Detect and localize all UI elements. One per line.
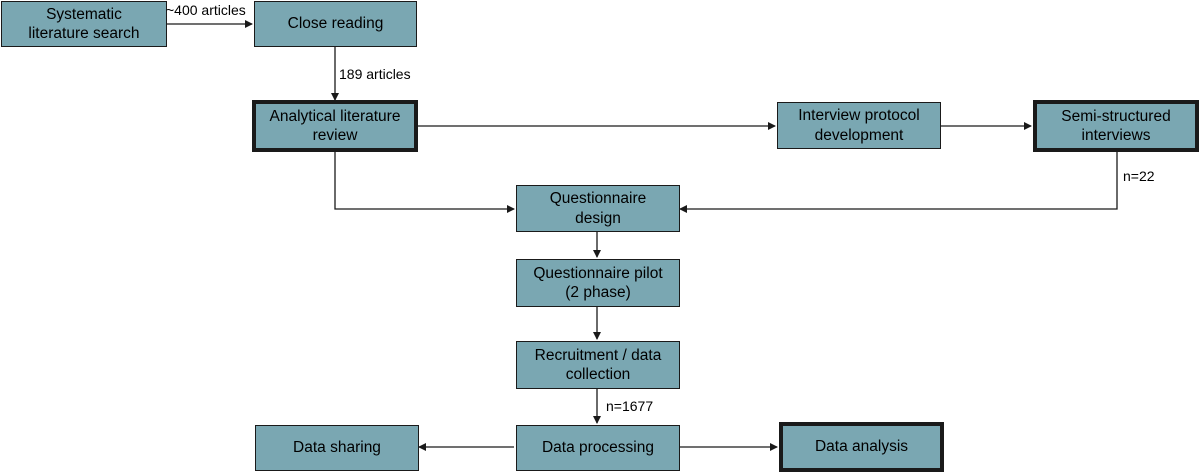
node-label: Questionnaire design — [549, 190, 647, 227]
edge-label-n22: n=22 — [1123, 168, 1155, 184]
node-systematic-literature-search: Systematic literature search — [1, 1, 167, 47]
node-analytical-literature-review: Analytical literature review — [252, 100, 418, 152]
edge-label-189-articles: 189 articles — [339, 66, 411, 82]
node-data-sharing: Data sharing — [255, 425, 419, 471]
edge-review-to-design — [334, 152, 515, 213]
node-label: Semi-structured interviews — [1061, 107, 1171, 144]
node-label: Data sharing — [293, 439, 381, 457]
edge-label-400-articles: ~400 articles — [166, 2, 246, 18]
edge-label-n1677: n=1677 — [606, 398, 654, 414]
node-label: Analytical literature review — [269, 107, 401, 144]
node-label: Data analysis — [814, 438, 909, 456]
node-data-processing: Data processing — [516, 425, 680, 471]
node-recruitment-data-collection: Recruitment / data collection — [516, 341, 680, 389]
node-semi-structured-interviews: Semi-structured interviews — [1033, 100, 1199, 152]
node-label: Recruitment / data collection — [534, 346, 662, 383]
node-questionnaire-pilot: Questionnaire pilot (2 phase) — [516, 259, 680, 307]
node-interview-protocol-development: Interview protocol development — [777, 102, 941, 149]
node-label: Questionnaire pilot (2 phase) — [533, 264, 663, 301]
node-data-analysis: Data analysis — [779, 422, 944, 472]
node-label: Systematic literature search — [28, 5, 140, 42]
node-close-reading: Close reading — [254, 1, 417, 47]
edge-interviews-to-design — [679, 152, 1118, 213]
node-questionnaire-design: Questionnaire design — [516, 185, 680, 232]
node-label: Data processing — [541, 439, 654, 457]
node-label: Close reading — [287, 15, 384, 33]
node-label: Interview protocol development — [798, 107, 920, 144]
